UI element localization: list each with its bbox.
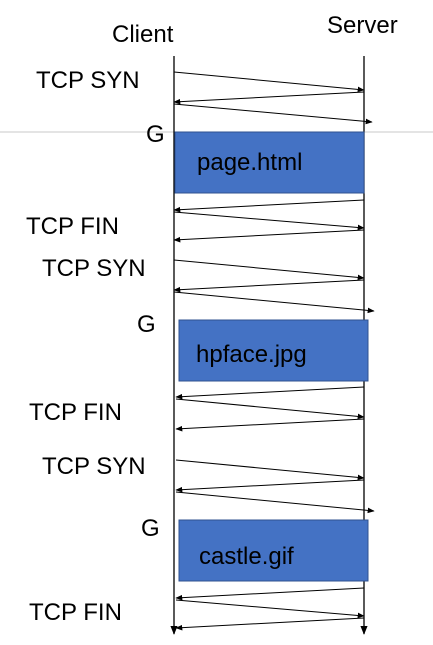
- response-box-label: page.html: [197, 149, 302, 176]
- fin-arrow: [173, 199, 365, 213]
- syn-arrow: [175, 459, 365, 481]
- response-box-castle-gif: [178, 519, 369, 582]
- response-box-label: castle.gif: [199, 543, 294, 570]
- get-label: G: [137, 311, 156, 338]
- fin-return-arrow: [175, 617, 365, 631]
- syn-arrow: [173, 259, 365, 281]
- tcp-syn-label: TCP SYN: [42, 255, 146, 282]
- tcp-fin-label: TCP FIN: [29, 399, 122, 426]
- response-box-page-html: [174, 131, 365, 194]
- syn-ack-arrow: [175, 479, 365, 493]
- syn-arrow: [173, 71, 365, 93]
- fin-ack-arrow: [173, 211, 365, 231]
- syn-ack-arrow: [173, 279, 365, 293]
- response-box-label: hpface.jpg: [196, 341, 307, 368]
- ack-arrow: [173, 103, 373, 125]
- fin-arrow: [175, 587, 365, 601]
- tcp-syn-label: TCP SYN: [42, 453, 146, 480]
- server-header: Server: [327, 12, 398, 39]
- ack-arrow: [173, 291, 375, 314]
- fin-return-arrow: [175, 418, 365, 432]
- get-label: G: [141, 515, 160, 542]
- tcp-syn-label: TCP SYN: [36, 67, 140, 94]
- syn-ack-arrow: [173, 91, 365, 105]
- fin-ack-arrow: [175, 599, 365, 619]
- fin-arrow: [175, 386, 365, 400]
- get-label: G: [146, 121, 165, 148]
- response-box-hpface-jpg: [178, 319, 369, 382]
- ack-arrow: [175, 491, 375, 514]
- client-header: Client: [112, 21, 174, 48]
- fin-ack-arrow: [175, 398, 365, 420]
- tcp-fin-label: TCP FIN: [29, 599, 122, 626]
- fin-return-arrow: [173, 229, 365, 243]
- tcp-fin-label: TCP FIN: [26, 213, 119, 240]
